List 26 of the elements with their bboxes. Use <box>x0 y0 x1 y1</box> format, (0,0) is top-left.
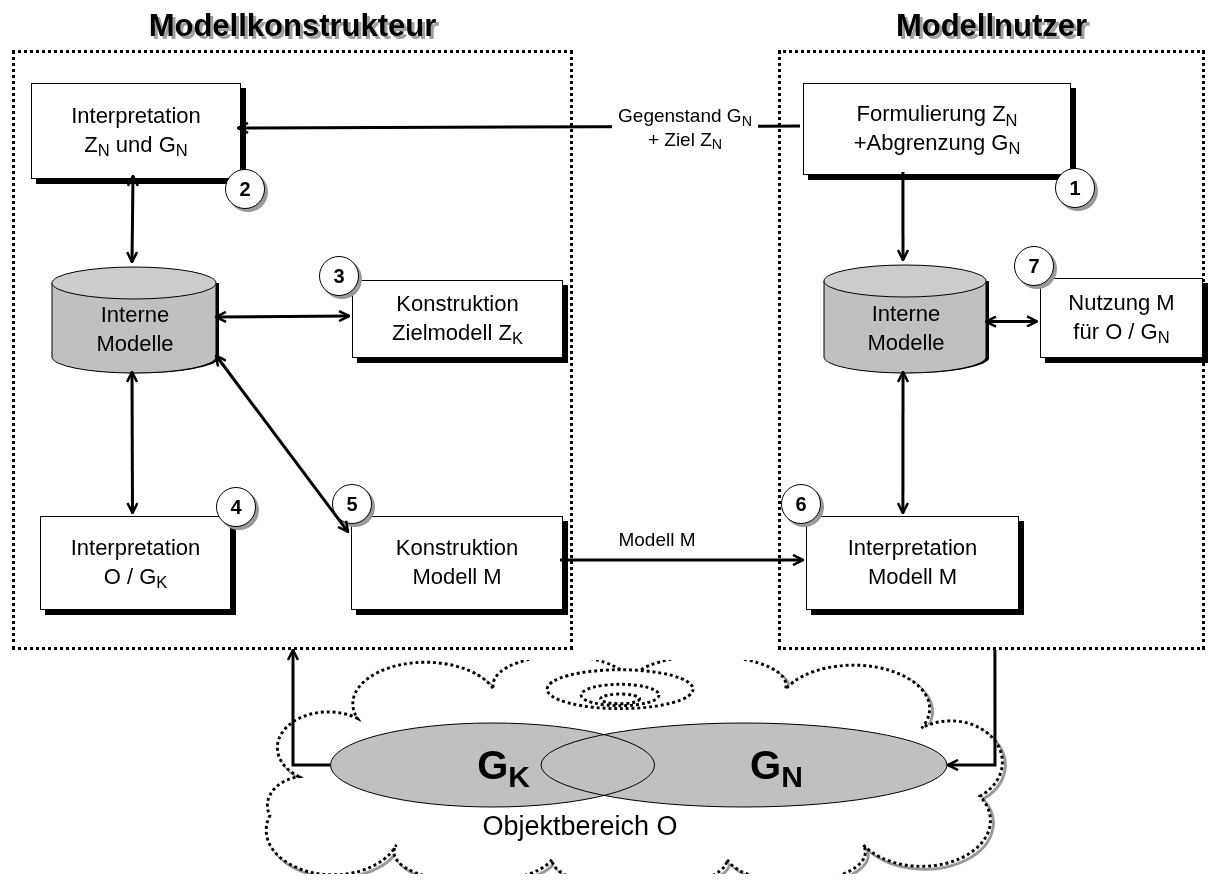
ellipse-label: G$_{N}$ <box>750 745 803 785</box>
arrow <box>286 648 330 767</box>
arrow <box>896 172 910 262</box>
box-label: Interpretation Z$_{N}$ und G$_{N}$ <box>70 102 202 160</box>
database-cylinder <box>823 263 989 375</box>
cylinder-label: Interne Modelle <box>95 301 175 358</box>
box-label: Konstruktion Zielmodell Z$_{K}$ <box>391 290 524 348</box>
arrow <box>125 370 139 515</box>
box-label: Interpretation O / G$_{K}$ <box>69 534 202 592</box>
arrow <box>214 309 351 324</box>
arrow <box>896 370 910 515</box>
box-label: Nutzung M für O / G$_{N}$ <box>1067 289 1176 347</box>
box-label: Interpretation Modell M <box>846 534 979 591</box>
arrow <box>125 174 140 264</box>
box-label: Formulierung Z$_{N}$ +Abgrenzung G$_{N}$ <box>852 100 1022 158</box>
cloud-label: Objektbereich O <box>481 810 679 843</box>
arrow <box>214 354 350 534</box>
cylinder-label: Interne Modelle <box>866 300 946 357</box>
group-heading: Modellnutzer <box>894 7 1089 45</box>
arrow <box>984 315 1039 328</box>
database-cylinder <box>51 265 219 375</box>
ellipse-label: G$_{K}$ <box>477 745 530 785</box>
arrow <box>560 553 805 567</box>
box-label: Konstruktion Modell M <box>394 534 520 591</box>
arrow <box>946 650 997 772</box>
group-heading: Modellkonstrukteur <box>147 7 438 45</box>
